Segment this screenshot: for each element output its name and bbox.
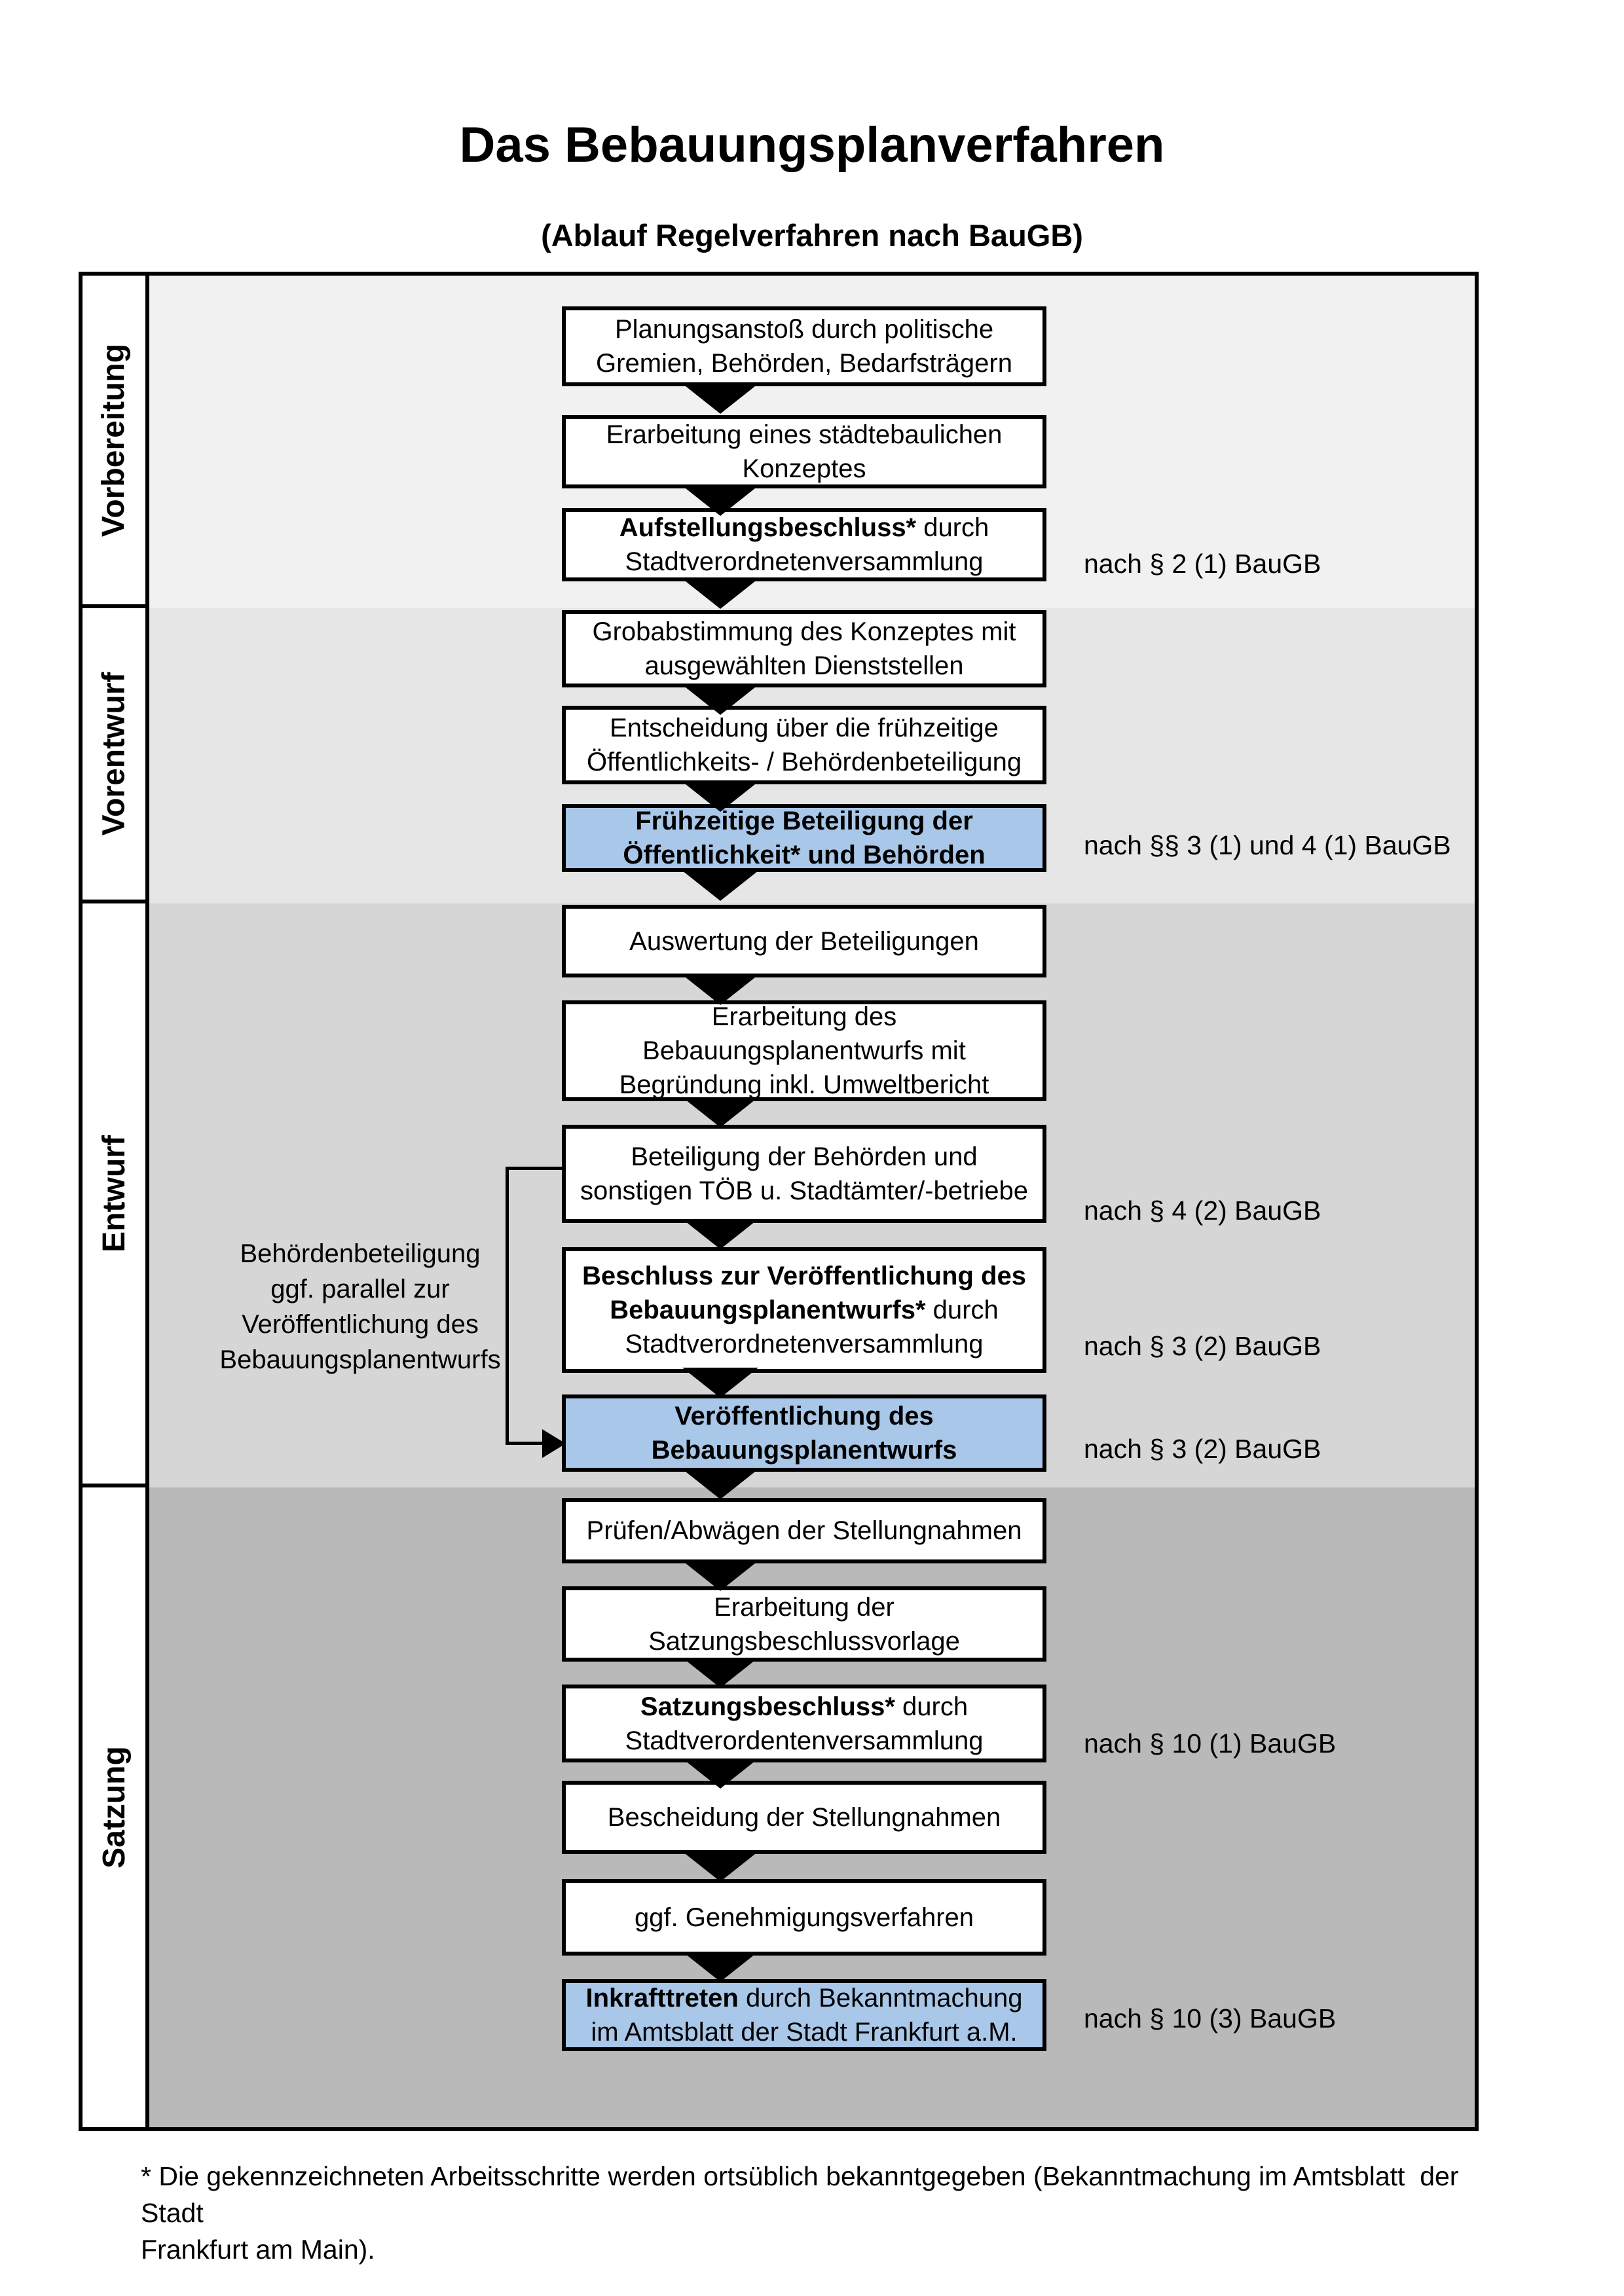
flow-box-bescheidung-stellungnahmen: Bescheidung der Stellungnahmen	[562, 1781, 1046, 1854]
flow-box-genehmigungsverfahren: ggf. Genehmigungsverfahren	[562, 1879, 1046, 1956]
legal-ref: nach § 10 (1) BauGB	[1084, 1728, 1337, 1758]
down-arrow-icon	[682, 1658, 758, 1688]
page-subtitle: (Ablauf Regelverfahren nach BauGB)	[541, 218, 1083, 253]
down-arrow-icon	[682, 1219, 758, 1249]
legal-ref: nach § 4 (2) BauGB	[1084, 1195, 1321, 1226]
phase-label-cell: Entwurf	[83, 903, 149, 1487]
down-arrow-icon	[682, 1952, 758, 1982]
down-arrow-icon	[682, 1851, 758, 1882]
connector-line	[506, 1167, 562, 1170]
down-arrow-icon	[682, 1097, 758, 1127]
page-title: Das Bebauungsplanverfahren	[459, 117, 1165, 173]
down-arrow-icon	[682, 579, 758, 609]
legal-ref: nach § 3 (2) BauGB	[1084, 1434, 1321, 1464]
phase-label-entwurf: Entwurf	[96, 1135, 132, 1252]
down-arrow-icon	[682, 486, 758, 516]
phase-label-satzung: Satzung	[96, 1746, 132, 1868]
phase-label-cell: Satzung	[83, 1487, 149, 2127]
phase-label-cell: Vorbereitung	[83, 276, 149, 608]
legal-ref: nach § 10 (3) BauGB	[1084, 2003, 1337, 2033]
down-arrow-icon	[682, 1469, 758, 1499]
down-arrow-icon	[682, 782, 758, 812]
down-arrow-icon	[682, 871, 758, 901]
connector-line	[506, 1167, 509, 1445]
flow-box-pruefen-abwaegen: Prüfen/Abwägen der Stellungnahmen	[562, 1498, 1046, 1563]
connector-line	[506, 1442, 545, 1445]
down-arrow-icon	[682, 1368, 758, 1398]
down-arrow-icon	[682, 384, 758, 414]
flow-box-auswertung-beteiligungen: Auswertung der Beteiligungen	[562, 905, 1046, 977]
phase-label-cell: Vorentwurf	[83, 608, 149, 903]
side-annotation: Behördenbeteiligung ggf. parallel zur Ve…	[219, 1239, 501, 1374]
down-arrow-icon	[682, 1758, 758, 1789]
down-arrow-icon	[682, 1561, 758, 1591]
phase-label-vorentwurf: Vorentwurf	[96, 672, 132, 836]
legal-ref: nach § 2 (1) BauGB	[1084, 549, 1321, 579]
footnote: * Die gekennzeichneten Arbeitsschritte w…	[141, 2161, 1459, 2265]
down-arrow-icon	[682, 685, 758, 715]
phase-label-vorbereitung: Vorbereitung	[96, 343, 132, 537]
legal-ref: nach § 3 (2) BauGB	[1084, 1331, 1321, 1361]
down-arrow-icon	[682, 975, 758, 1005]
legal-ref: nach §§ 3 (1) und 4 (1) BauGB	[1084, 830, 1451, 860]
right-arrowhead-icon	[542, 1429, 566, 1458]
